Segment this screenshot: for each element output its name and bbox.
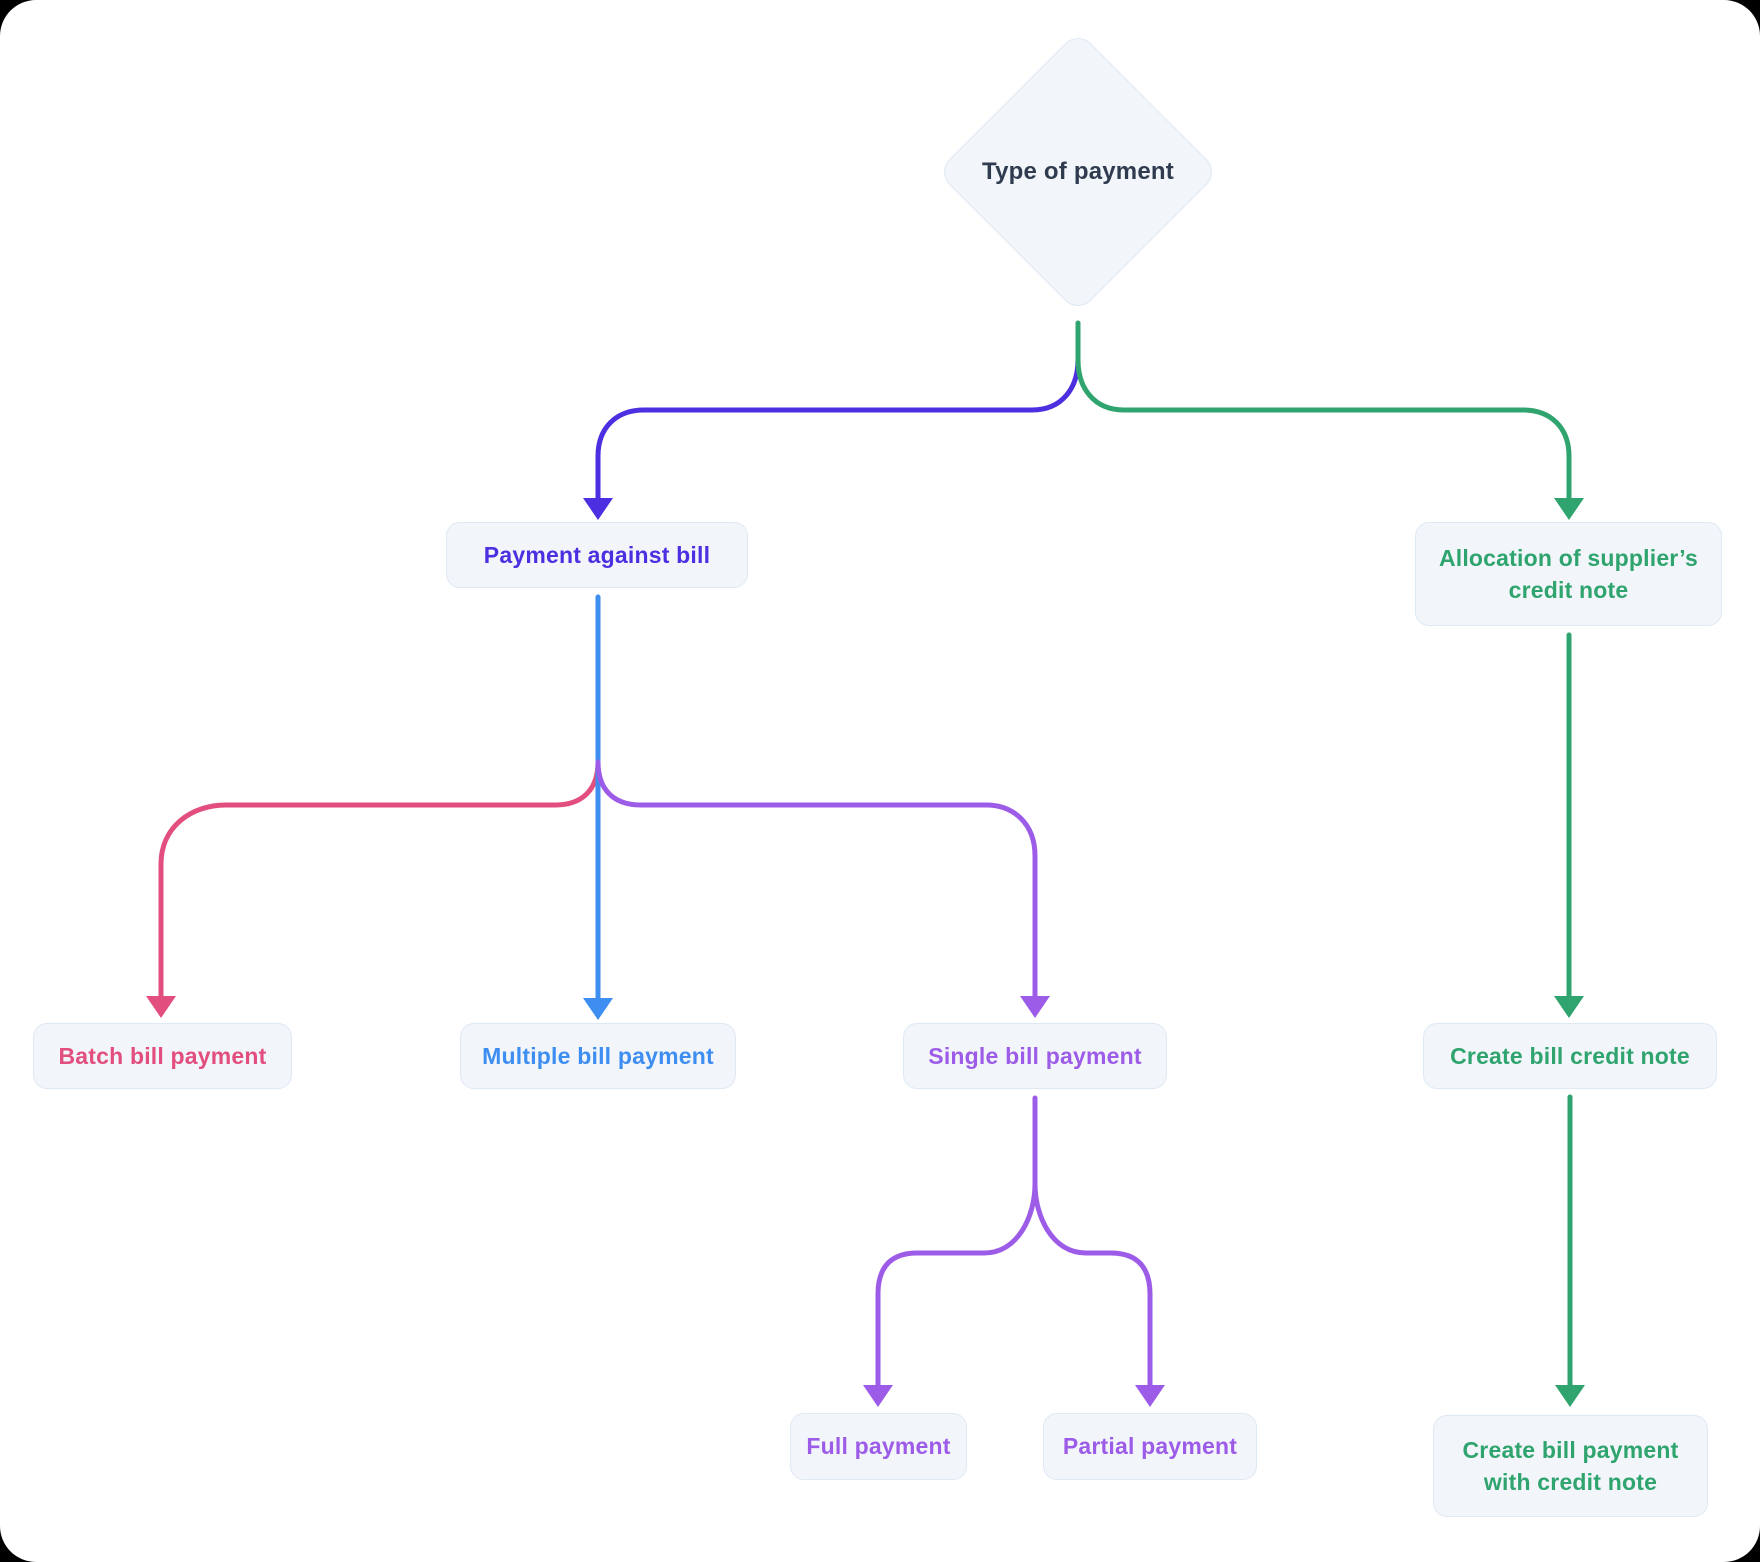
- arrowhead-multiple-bill-payment: [583, 998, 613, 1020]
- decision-label: Type of payment: [982, 158, 1174, 185]
- node-partial-payment: Partial payment: [1043, 1413, 1257, 1480]
- arrowhead-batch-bill-payment: [146, 996, 176, 1018]
- arrowhead-allocation: [1554, 498, 1584, 520]
- node-payment-against-bill: Payment against bill: [446, 522, 748, 588]
- node-create-bill-credit-note: Create bill credit note: [1423, 1023, 1717, 1089]
- node-batch-bill-payment: Batch bill payment: [33, 1023, 292, 1089]
- node-label-line-1: Allocation of supplier’s: [1438, 544, 1699, 571]
- node-single-bill-payment: Single bill payment: [903, 1023, 1167, 1089]
- edge-root-to-allocation: [1075, 320, 1572, 503]
- node-label: Single bill payment: [928, 1042, 1142, 1069]
- node-multiple-bill-payment: Multiple bill payment: [460, 1023, 736, 1089]
- node-label: Payment against bill: [483, 541, 711, 568]
- arrowhead-single-bill-payment: [1020, 996, 1050, 1018]
- edge-single-to-partial-payment: [1032, 1181, 1153, 1389]
- node-full-payment: Full payment: [790, 1413, 967, 1480]
- edge-single-to-full-payment: [875, 1095, 1038, 1389]
- arrowhead-create-credit-note: [1554, 996, 1584, 1018]
- node-type-of-payment: Type of payment: [936, 30, 1220, 314]
- node-allocation-of-suppliers-credit-note: Allocation of supplier’s credit note: [1415, 522, 1722, 626]
- node-label-line-2: with credit note: [1483, 1469, 1658, 1495]
- edge-to-batch-bill-payment: [158, 759, 601, 1000]
- arrowhead-partial-payment: [1135, 1385, 1165, 1407]
- node-label-line-2: credit note: [1508, 577, 1629, 603]
- node-label: Partial payment: [1062, 1433, 1238, 1460]
- edge-root-to-payment-against-bill: [595, 357, 1081, 503]
- node-label: Multiple bill payment: [482, 1042, 714, 1069]
- edge-to-single-bill-payment: [595, 759, 1038, 1000]
- node-create-bill-payment-with-credit-note: Create bill payment with credit note: [1433, 1415, 1708, 1517]
- arrowhead-full-payment: [863, 1385, 893, 1407]
- arrowhead-create-bill-payment: [1555, 1385, 1585, 1407]
- node-label: Batch bill payment: [58, 1042, 267, 1069]
- node-label: Full payment: [806, 1433, 951, 1460]
- node-label-line-1: Create bill payment: [1462, 1436, 1679, 1463]
- arrowhead-payment-against-bill: [583, 498, 613, 520]
- node-label: Create bill credit note: [1450, 1042, 1690, 1069]
